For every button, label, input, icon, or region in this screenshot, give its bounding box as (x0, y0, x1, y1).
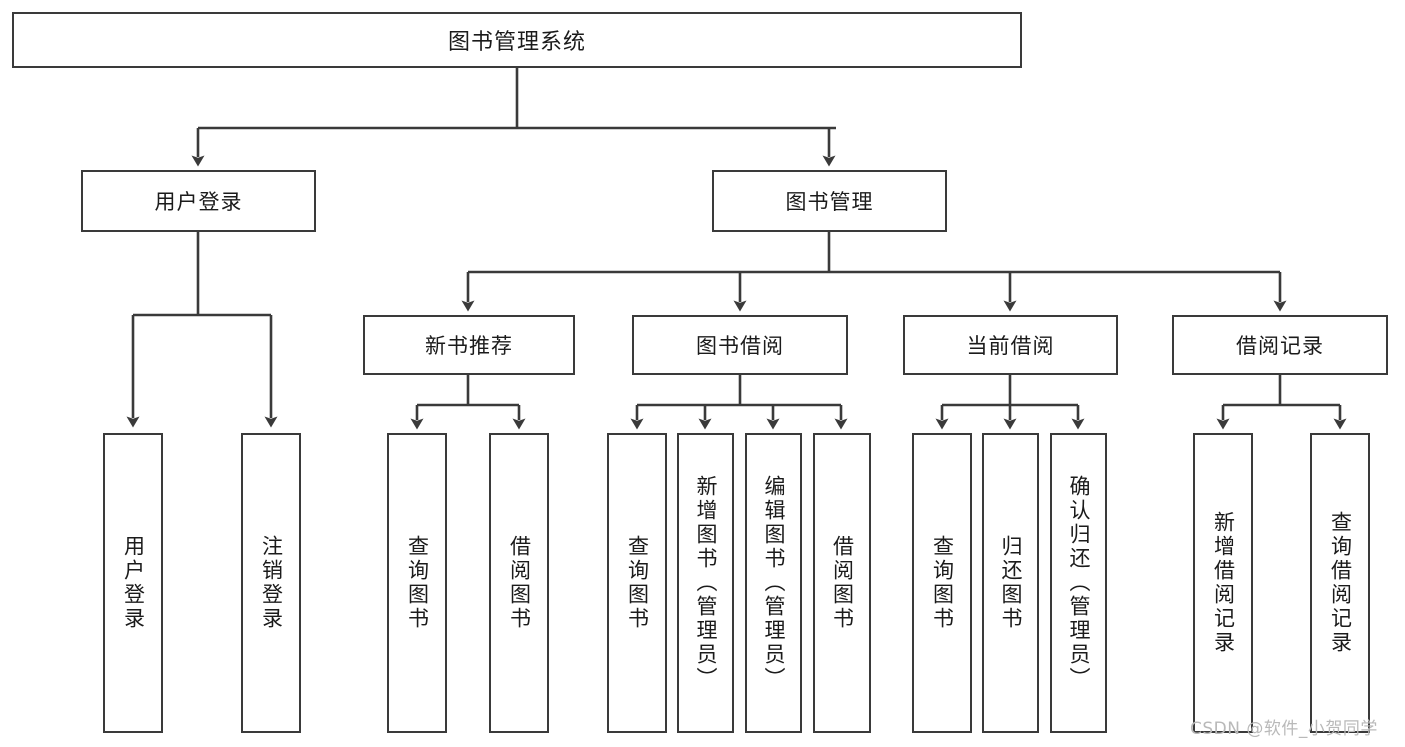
node-leaf-confirm-return[interactable]: 确认归还（管理员） (1050, 433, 1107, 733)
node-leaf-return-book[interactable]: 归还图书 (982, 433, 1039, 733)
node-root-book-management-system[interactable]: 图书管理系统 (12, 12, 1022, 68)
node-label: 注销登录 (259, 535, 284, 631)
node-leaf-add-book[interactable]: 新增图书（管理员） (677, 433, 734, 733)
node-leaf-query-book-borrow[interactable]: 查询图书 (607, 433, 667, 733)
node-new-book-recommend[interactable]: 新书推荐 (363, 315, 575, 375)
node-leaf-user-login[interactable]: 用户登录 (103, 433, 163, 733)
node-leaf-add-borrow-record[interactable]: 新增借阅记录 (1193, 433, 1253, 733)
node-label: 编辑图书（管理员） (762, 475, 786, 691)
node-leaf-logout-login[interactable]: 注销登录 (241, 433, 301, 733)
node-leaf-query-book-recommend[interactable]: 查询图书 (387, 433, 447, 733)
watermark: CSDN @软件_小贺同学 (1190, 714, 1378, 739)
node-leaf-query-book-current[interactable]: 查询图书 (912, 433, 972, 733)
node-label: 当前借阅 (966, 334, 1055, 358)
node-label: 查询图书 (930, 535, 955, 631)
node-label: 归还图书 (999, 535, 1023, 631)
node-user-login[interactable]: 用户登录 (81, 170, 316, 232)
node-label: 图书借阅 (696, 334, 784, 358)
node-leaf-edit-book[interactable]: 编辑图书（管理员） (745, 433, 802, 733)
node-label: 用户登录 (121, 535, 146, 631)
node-label: 图书管理系统 (447, 30, 586, 55)
node-book-management[interactable]: 图书管理 (712, 170, 947, 232)
node-label: 新增图书（管理员） (694, 475, 718, 691)
node-label: 借阅图书 (830, 535, 855, 631)
node-label: 新书推荐 (425, 334, 513, 358)
node-book-borrow[interactable]: 图书借阅 (632, 315, 848, 375)
node-label: 查询图书 (405, 535, 430, 631)
watermark-text: CSDN @软件_小贺同学 (1190, 719, 1378, 739)
node-label: 查询借阅记录 (1328, 511, 1353, 655)
node-current-borrow[interactable]: 当前借阅 (903, 315, 1118, 375)
node-label: 新增借阅记录 (1211, 511, 1236, 655)
node-label: 图书管理 (785, 190, 874, 214)
node-leaf-borrow-book-recommend[interactable]: 借阅图书 (489, 433, 549, 733)
node-borrow-record[interactable]: 借阅记录 (1172, 315, 1388, 375)
node-label: 用户登录 (154, 190, 243, 214)
node-label: 查询图书 (625, 535, 650, 631)
node-label: 借阅图书 (507, 535, 532, 631)
node-leaf-query-borrow-record[interactable]: 查询借阅记录 (1310, 433, 1370, 733)
node-label: 借阅记录 (1236, 334, 1324, 358)
node-leaf-borrow-book[interactable]: 借阅图书 (813, 433, 871, 733)
node-label: 确认归还（管理员） (1067, 475, 1091, 691)
